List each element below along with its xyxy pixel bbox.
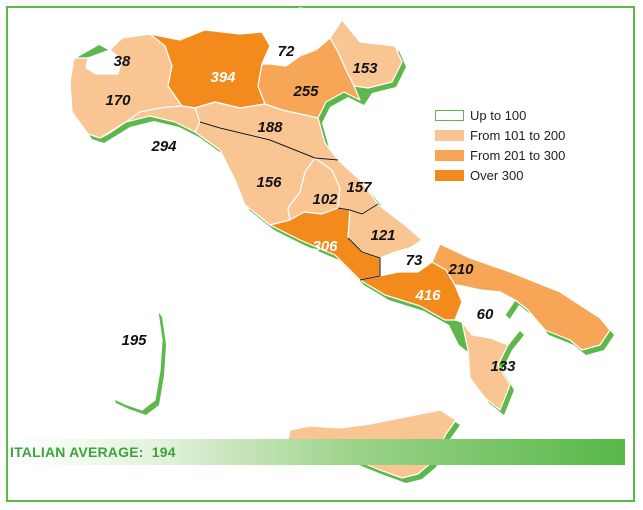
legend-item: Over 300 bbox=[435, 166, 565, 185]
legend-label: From 201 to 300 bbox=[470, 148, 566, 163]
value-lazio: 306 bbox=[312, 238, 338, 255]
value-lombardia: 394 bbox=[210, 69, 236, 86]
italian-average-text: ITALIAN AVERAGE: 194 bbox=[10, 444, 176, 460]
value-trentino-alto-adige: 72 bbox=[278, 43, 295, 60]
border-line bbox=[199, 121, 339, 161]
value-liguria: 294 bbox=[150, 138, 177, 155]
legend-swatch bbox=[435, 170, 464, 181]
legend-label: Over 300 bbox=[470, 168, 524, 183]
value-basilicata: 60 bbox=[477, 306, 494, 323]
region-calabria[interactable] bbox=[461, 321, 511, 411]
value-piemonte: 170 bbox=[105, 92, 131, 109]
value-valle-d-aosta: 38 bbox=[114, 53, 131, 70]
value-sardegna: 195 bbox=[121, 332, 147, 349]
value-veneto: 255 bbox=[292, 83, 319, 100]
value-calabria: 133 bbox=[490, 358, 516, 375]
legend-swatch bbox=[435, 150, 464, 161]
value-marche: 157 bbox=[346, 179, 372, 196]
legend-label: Up to 100 bbox=[470, 108, 527, 123]
region-basilicata[interactable] bbox=[454, 284, 521, 346]
value-campania: 416 bbox=[414, 287, 441, 304]
legend-item: Up to 100 bbox=[435, 106, 565, 125]
value-umbria: 102 bbox=[312, 191, 338, 208]
value-emilia-romagna: 188 bbox=[257, 119, 283, 136]
value-friuli-venezia-giulia: 153 bbox=[352, 60, 378, 77]
italian-average-bar: ITALIAN AVERAGE: 194 bbox=[8, 439, 625, 465]
legend-swatch bbox=[435, 130, 464, 141]
legend-swatch bbox=[435, 110, 464, 121]
value-toscana: 156 bbox=[256, 174, 282, 191]
border-line bbox=[337, 203, 381, 281]
value-puglia: 210 bbox=[447, 261, 474, 278]
legend: Up to 100 From 101 to 200 From 201 to 30… bbox=[435, 106, 565, 186]
region-sardegna[interactable] bbox=[97, 293, 163, 411]
value-molise: 73 bbox=[406, 252, 423, 269]
value-abruzzo: 121 bbox=[370, 227, 395, 244]
legend-item: From 101 to 200 bbox=[435, 126, 565, 145]
legend-item: From 201 to 300 bbox=[435, 146, 565, 165]
legend-label: From 101 to 200 bbox=[470, 128, 566, 143]
